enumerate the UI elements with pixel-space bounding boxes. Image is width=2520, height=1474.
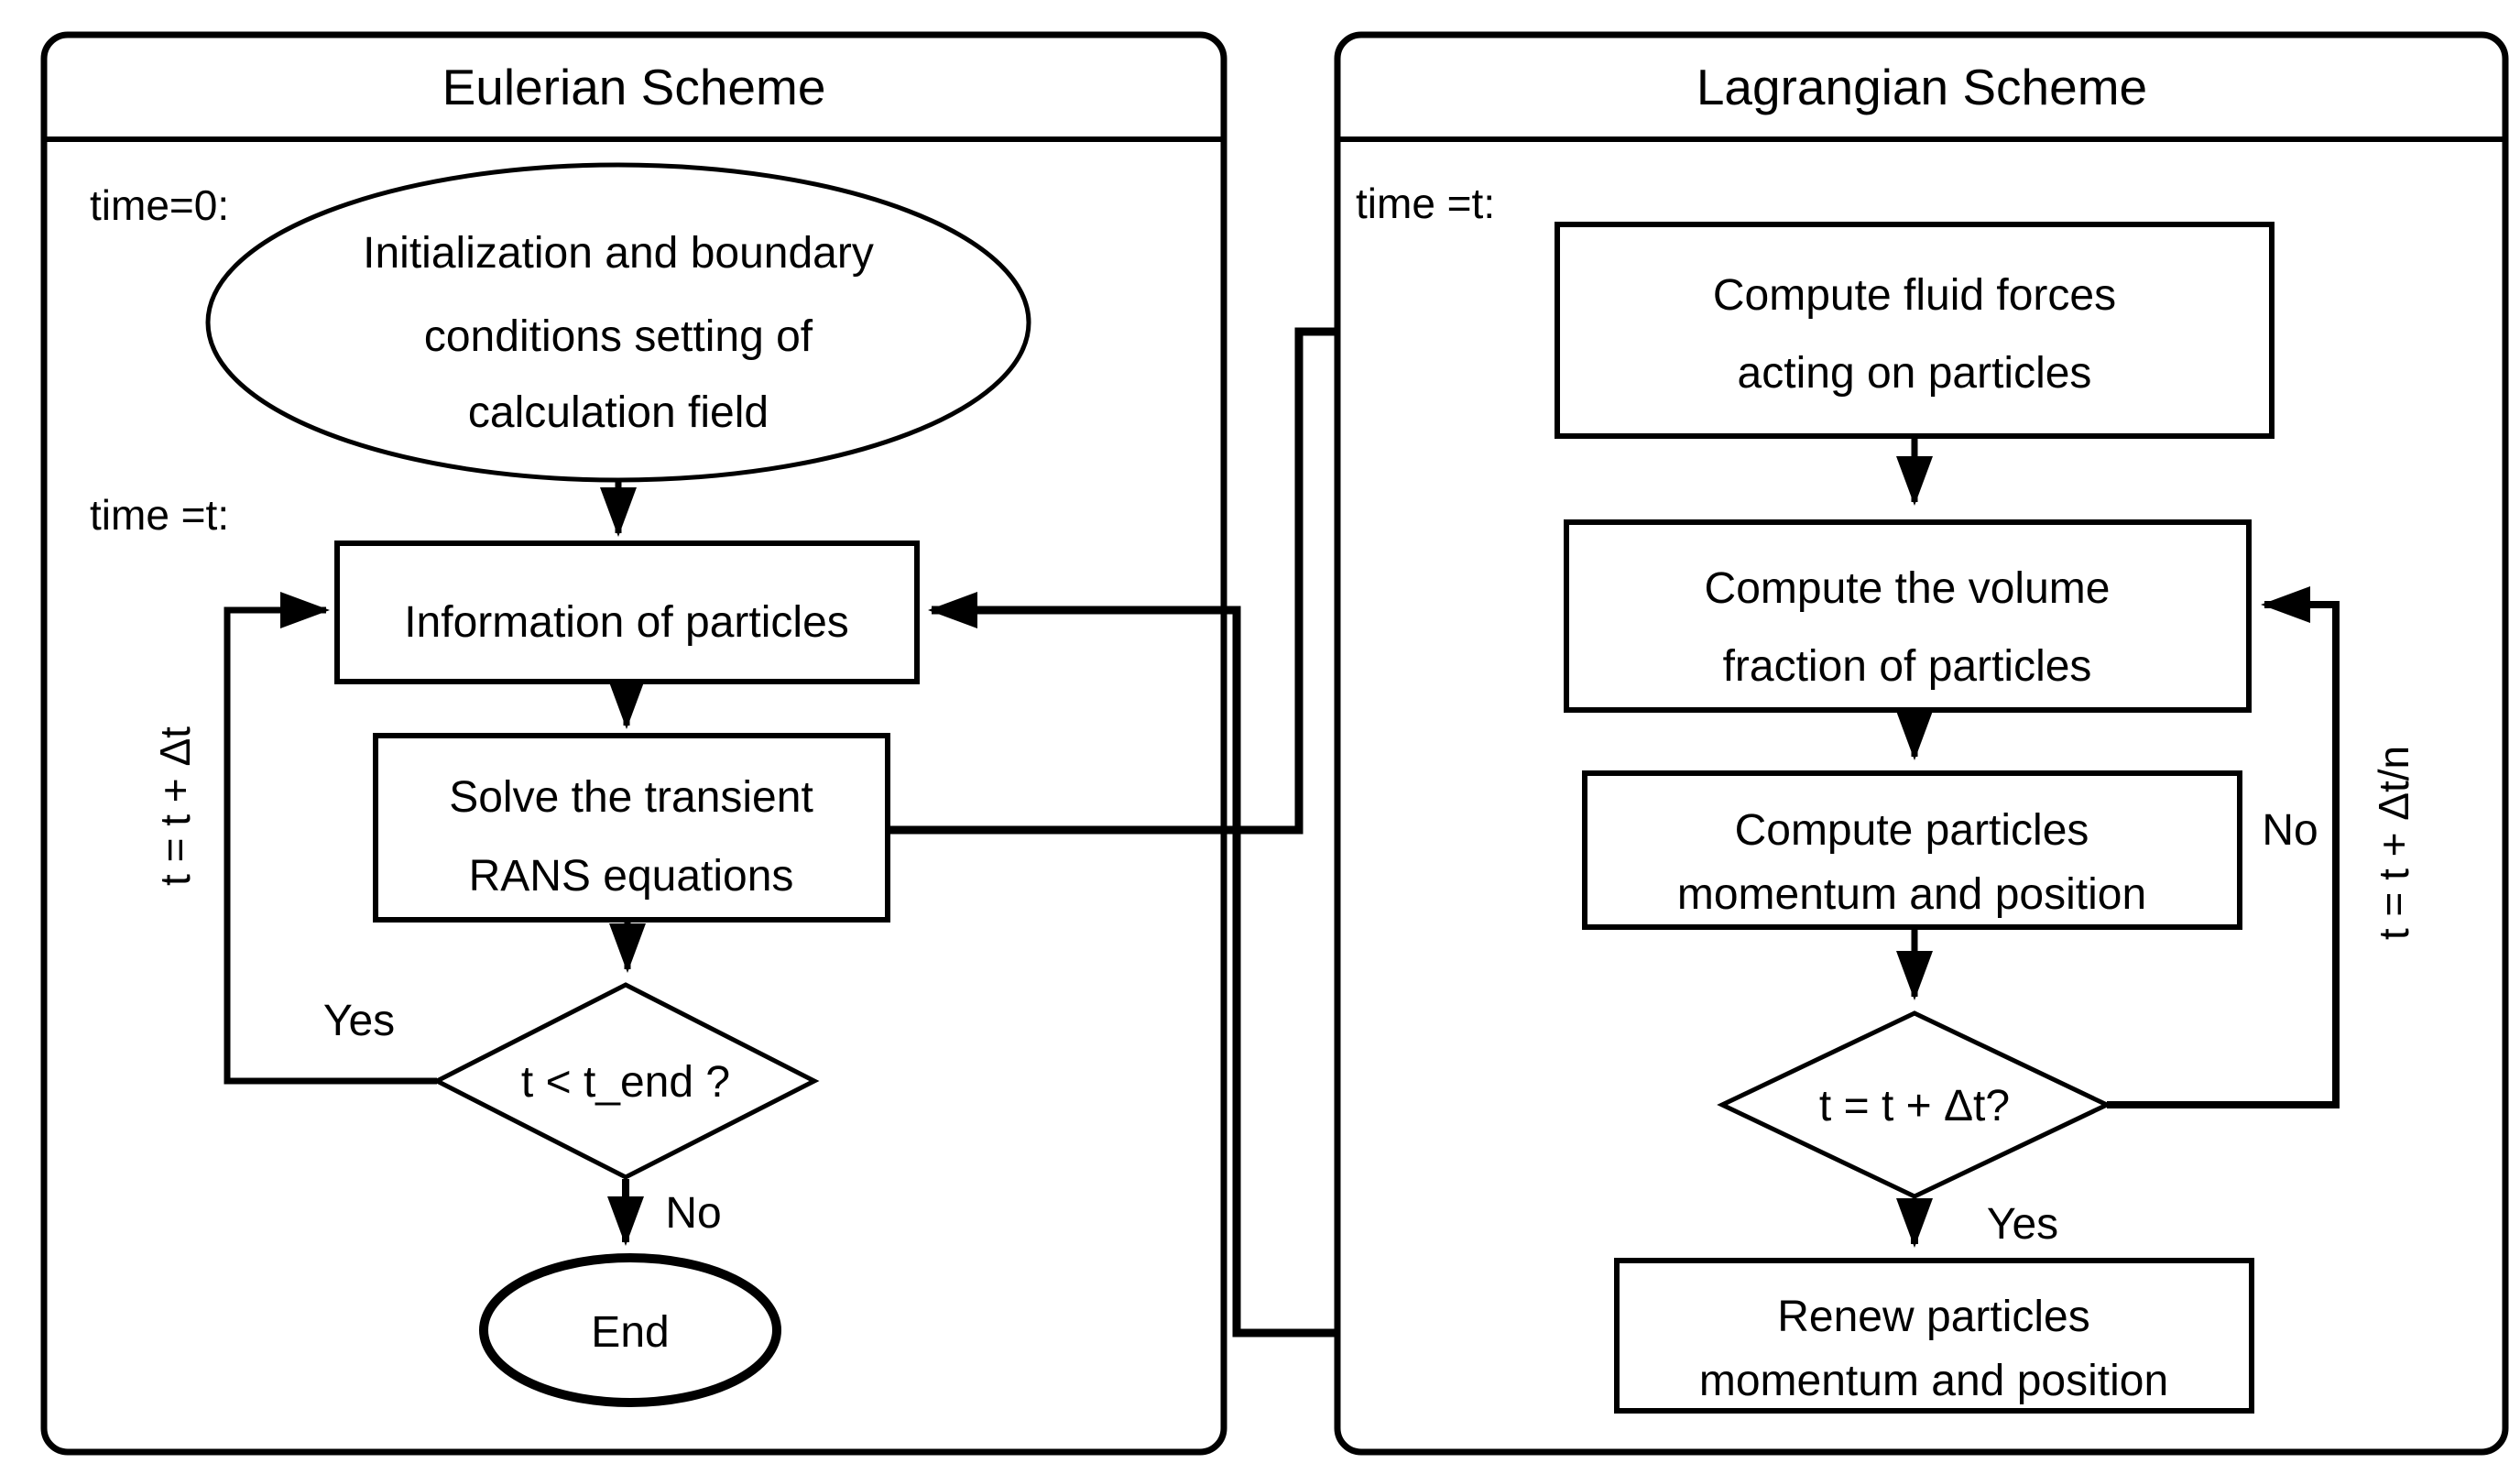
lagrangian-loop-label: t = t + Δt/n: [2370, 746, 2417, 940]
no-loop-connector: [2107, 586, 2340, 1108]
init-ellipse-line2: conditions setting of: [424, 312, 813, 361]
lagrangian-panel: Lagrangian Scheme time =t: Compute fluid…: [1334, 31, 2509, 1456]
rans-box-line1: Solve the transient: [449, 773, 813, 822]
eulerian-loop-label: t = t + Δt: [151, 726, 199, 886]
renew-line2: momentum and position: [1699, 1357, 2168, 1405]
momentum-box: [1582, 770, 2242, 930]
init-ellipse-line1: Initialization and boundary: [363, 229, 874, 278]
eulerian-yes-label: Yes: [323, 997, 395, 1045]
fluid-forces-line2: acting on particles: [1738, 349, 2092, 398]
info-box: [334, 540, 920, 684]
fluid-forces-box: [1555, 222, 2275, 439]
eulerian-title: Eulerian Scheme: [442, 59, 826, 115]
momentum-line2: momentum and position: [1677, 870, 2146, 919]
lagrangian-yes-label: Yes: [1987, 1200, 2058, 1249]
renew-line1: Renew particles: [1777, 1293, 2089, 1341]
eulerian-no-label: No: [665, 1189, 721, 1238]
yes-loop-connector: [224, 592, 437, 1085]
lagrangian-decision-diamond: [1717, 1010, 2112, 1199]
eulerian-panel: Eulerian Scheme time=0: Initialization a…: [40, 31, 1227, 1456]
eulerian-timet-label: time =t:: [90, 491, 229, 539]
lagrangian-no-label: No: [2262, 806, 2318, 855]
volume-fraction-box: [1564, 519, 2252, 713]
init-ellipse-line3: calculation field: [468, 388, 769, 437]
info-box-label: Information of particles: [404, 598, 849, 647]
lagrangian-timet-label: time =t:: [1356, 180, 1495, 227]
lagrangian-decision-label: t = t + Δt?: [1819, 1082, 2010, 1130]
eulerian-decision-label: t < t_end ?: [521, 1058, 730, 1107]
lagrangian-title: Lagrangian Scheme: [1696, 59, 2147, 115]
rans-box-line2: RANS equations: [469, 852, 794, 901]
volume-fraction-line2: fraction of particles: [1723, 642, 2092, 691]
eulerian-decision-diamond: [431, 982, 820, 1180]
end-label: End: [591, 1308, 669, 1357]
fluid-forces-line1: Compute fluid forces: [1713, 271, 2116, 320]
volume-fraction-line1: Compute the volume: [1705, 564, 2111, 613]
init-ellipse: [205, 162, 1031, 483]
momentum-line1: Compute particles: [1735, 806, 2089, 855]
renew-box: [1614, 1258, 2254, 1414]
end-ellipse: [479, 1253, 781, 1407]
eulerian-time0-label: time=0:: [90, 181, 229, 229]
rans-box: [373, 733, 890, 923]
